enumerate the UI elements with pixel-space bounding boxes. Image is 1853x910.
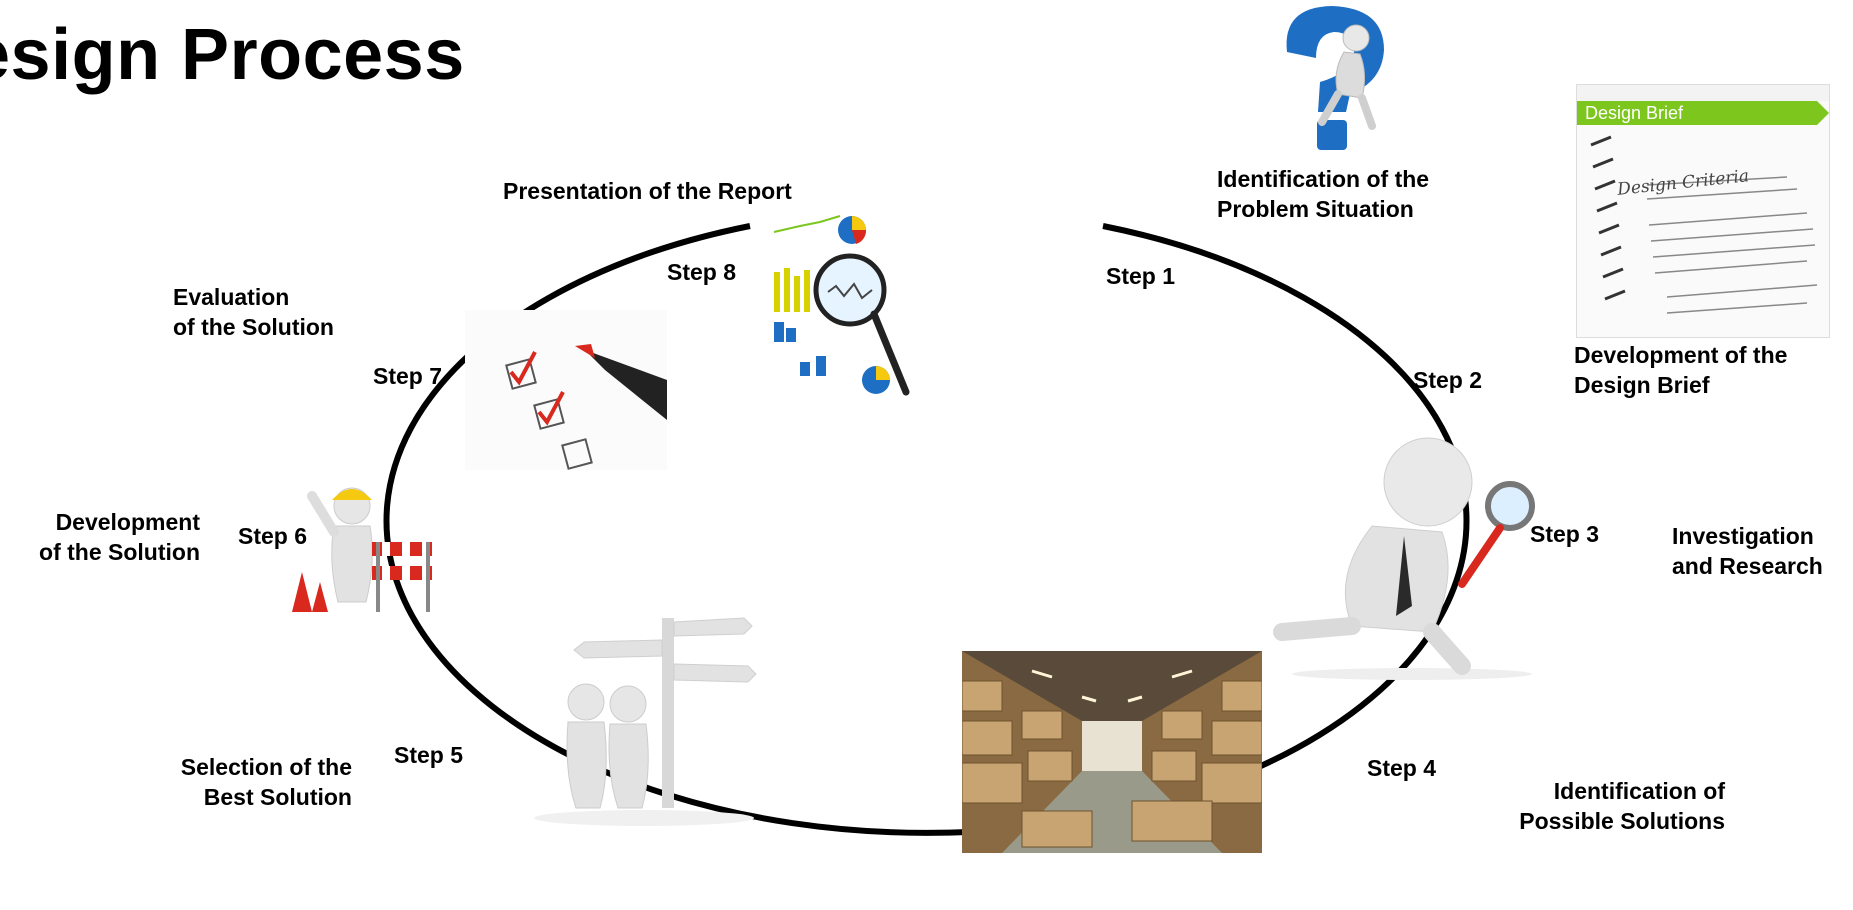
step8-marker: Step 8	[667, 259, 737, 285]
step2-marker: Step 2	[1413, 367, 1483, 393]
warehouse-image	[962, 651, 1262, 853]
step1-marker: Step 1	[1106, 263, 1176, 289]
page-title: esign Process	[0, 15, 465, 95]
signpost-figures-icon	[534, 617, 757, 826]
step5-marker: Step 5	[394, 742, 464, 768]
step7-marker: Step 7	[373, 363, 443, 389]
question-figure-icon	[1286, 6, 1384, 150]
step4-marker: Step 4	[1367, 755, 1437, 781]
step6-marker: Step 6	[238, 523, 308, 549]
step3-marker: Step 3	[1530, 521, 1600, 547]
checklist-pen-icon	[465, 310, 667, 470]
step8-label: Presentation of the Report	[503, 178, 792, 204]
design-brief-image: Design Brief Design Criteria	[1576, 84, 1830, 338]
design-brief-header: Design Brief	[1585, 103, 1684, 123]
construction-worker-icon	[292, 487, 432, 612]
report-charts-icon	[773, 215, 910, 396]
magnifier-figure-icon	[1273, 437, 1535, 680]
